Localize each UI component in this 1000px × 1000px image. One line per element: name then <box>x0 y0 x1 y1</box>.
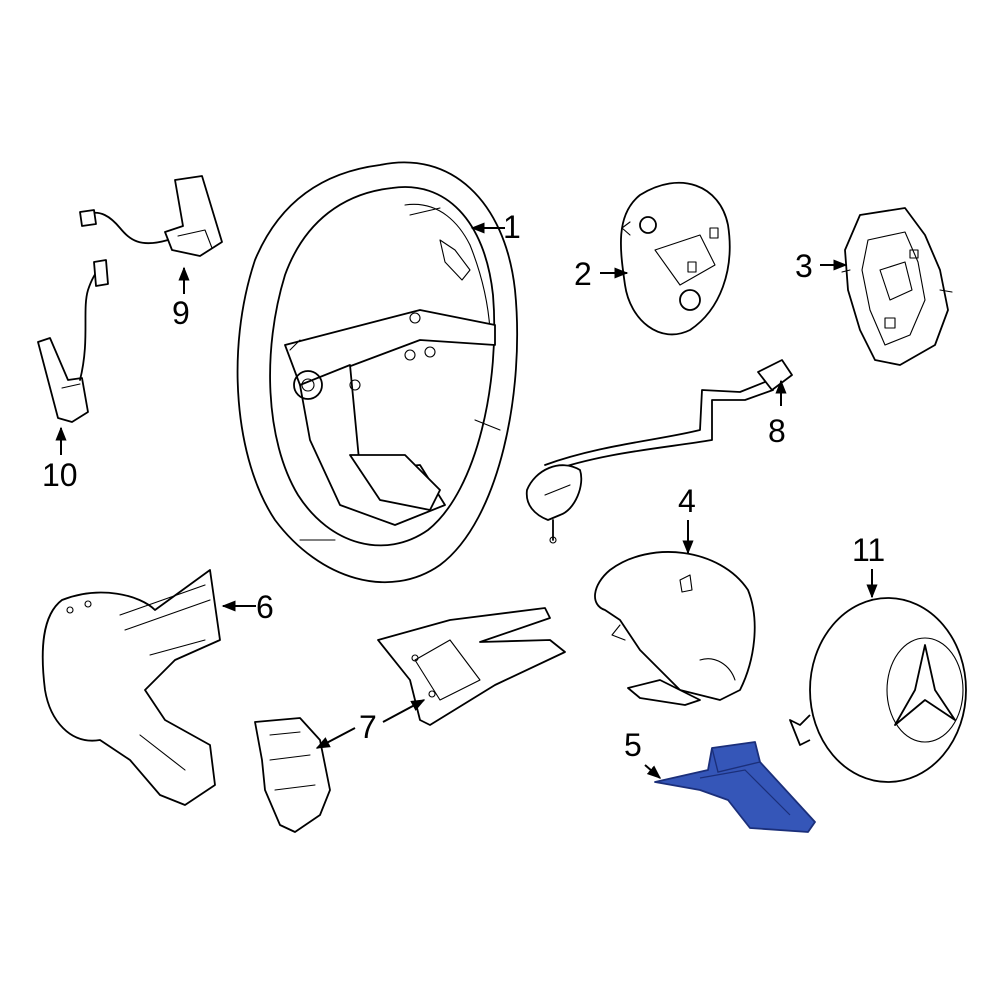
callout-4: 4 <box>678 483 696 519</box>
callout-5: 5 <box>624 727 642 763</box>
callout-3: 3 <box>795 248 813 284</box>
callout-1: 1 <box>503 209 521 245</box>
backing-plate-icon[interactable] <box>620 181 731 336</box>
callout-7: 7 <box>359 709 377 745</box>
steering-wheel-icon[interactable] <box>236 161 518 584</box>
callout-8: 8 <box>768 413 786 449</box>
lower-cover-icon[interactable] <box>594 551 756 706</box>
callout-10: 10 <box>42 457 78 493</box>
wire-harness-icon[interactable] <box>525 359 793 544</box>
trim-panel-icon[interactable] <box>654 741 816 833</box>
switch-housing-icon[interactable] <box>254 607 566 833</box>
shift-paddle-icon[interactable] <box>37 259 109 423</box>
callout-6: 6 <box>256 589 274 625</box>
callout-2: 2 <box>574 256 592 292</box>
control-module-icon[interactable] <box>841 207 953 366</box>
callout-11: 11 <box>852 532 885 568</box>
airbag-icon[interactable] <box>789 597 967 783</box>
rear-cover-icon[interactable] <box>41 569 221 806</box>
callout-9: 9 <box>172 295 190 331</box>
sensor-harness-icon[interactable] <box>79 175 223 257</box>
